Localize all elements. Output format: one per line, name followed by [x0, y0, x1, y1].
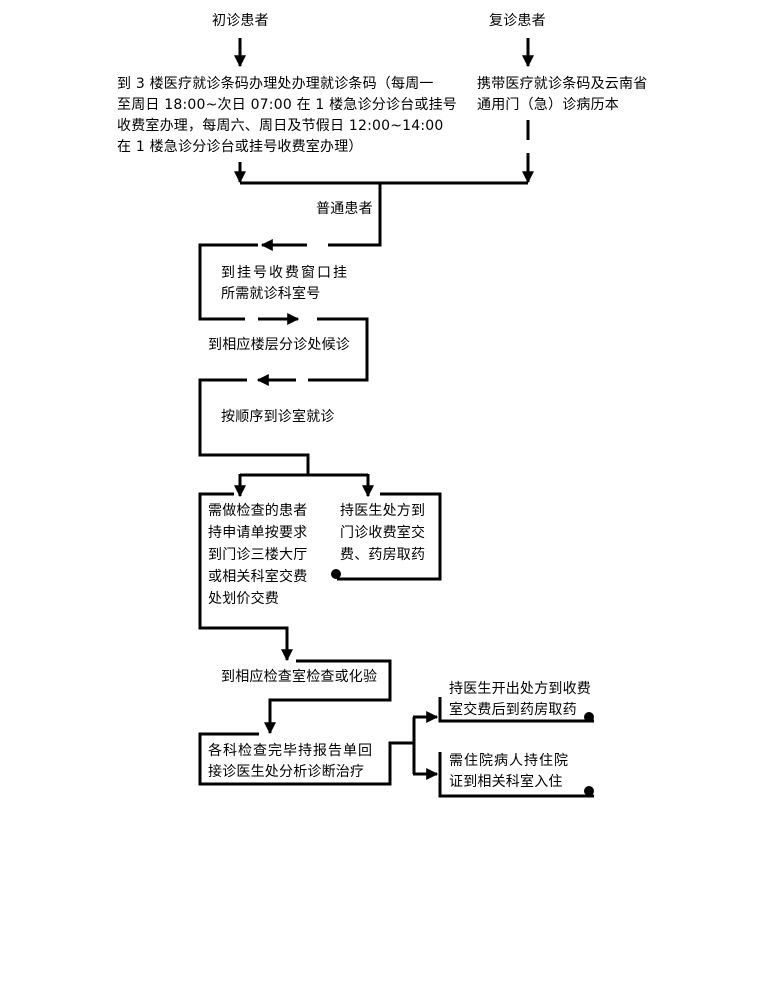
end-dot-outcome-admit: [584, 786, 594, 796]
text-line: 证到相关科室入住: [449, 774, 563, 790]
text-line: 处划价交费: [208, 591, 279, 607]
label-return-patient: 复诊患者: [489, 13, 546, 29]
end-dot-rx-branch: [331, 569, 341, 579]
frame-rx-branch: [337, 492, 442, 581]
text-line: 至周日 18:00~次日 07:00 在 1 楼急诊分诊台或挂号: [117, 97, 457, 113]
text-line: 携带医疗就诊条码及云南省: [477, 76, 648, 92]
step-wait: 到相应楼层分诊处候诊: [208, 337, 350, 353]
text-line: 或相关科室交费: [208, 569, 308, 585]
text-line: 收费室办理，每周六、周日及节假日 12:00~14:00: [117, 118, 444, 134]
text-line: 接诊医生处分析诊断治疗: [208, 764, 365, 780]
text-line: 到挂号收费窗口挂: [221, 265, 349, 281]
text-line: 持医生开出处方到收费: [449, 681, 591, 697]
text-line: 室交费后到药房取药: [449, 702, 577, 718]
text-line: 通用门（急）诊病历本: [477, 97, 619, 113]
frame-report: [198, 732, 414, 786]
text-line: 各科检查完毕持报告单回: [208, 743, 373, 759]
connector-consult-left: [198, 378, 310, 475]
text-line: 费、药房取药: [340, 547, 426, 563]
label-regular-patient: 普通患者: [316, 201, 373, 217]
text-line: 到门诊三楼大厅: [208, 547, 308, 563]
text-line: 所需就诊科室号: [221, 286, 321, 302]
frame-outcome-admit: [438, 752, 594, 798]
text-line: 在 1 楼急诊分诊台或挂号收费室办理）: [117, 139, 363, 155]
step-consult: 按顺序到诊室就诊: [221, 409, 335, 425]
connector-register-left: [198, 243, 258, 321]
frame-exam: [268, 659, 392, 722]
frame-outcome-rx: [438, 697, 594, 723]
connector-wait-right: [308, 317, 369, 382]
connector-regular: [328, 184, 382, 247]
end-dot-outcome-rx: [584, 712, 594, 722]
label-new-patient: 初诊患者: [212, 13, 269, 29]
text-line: 需住院病人持住院: [449, 753, 569, 769]
text-line: 需做检查的患者: [208, 503, 308, 519]
text-line: 持医生处方到: [340, 503, 426, 519]
text-line: 到 3 楼医疗就诊条码办理处办理就诊条码（每周一: [117, 76, 434, 92]
frame-exam-branch: [198, 492, 289, 658]
step-exam: 到相应检查室检查或化验: [221, 669, 378, 685]
text-line: 持申请单按要求: [208, 525, 308, 541]
text-line: 门诊收费室交: [340, 525, 426, 541]
